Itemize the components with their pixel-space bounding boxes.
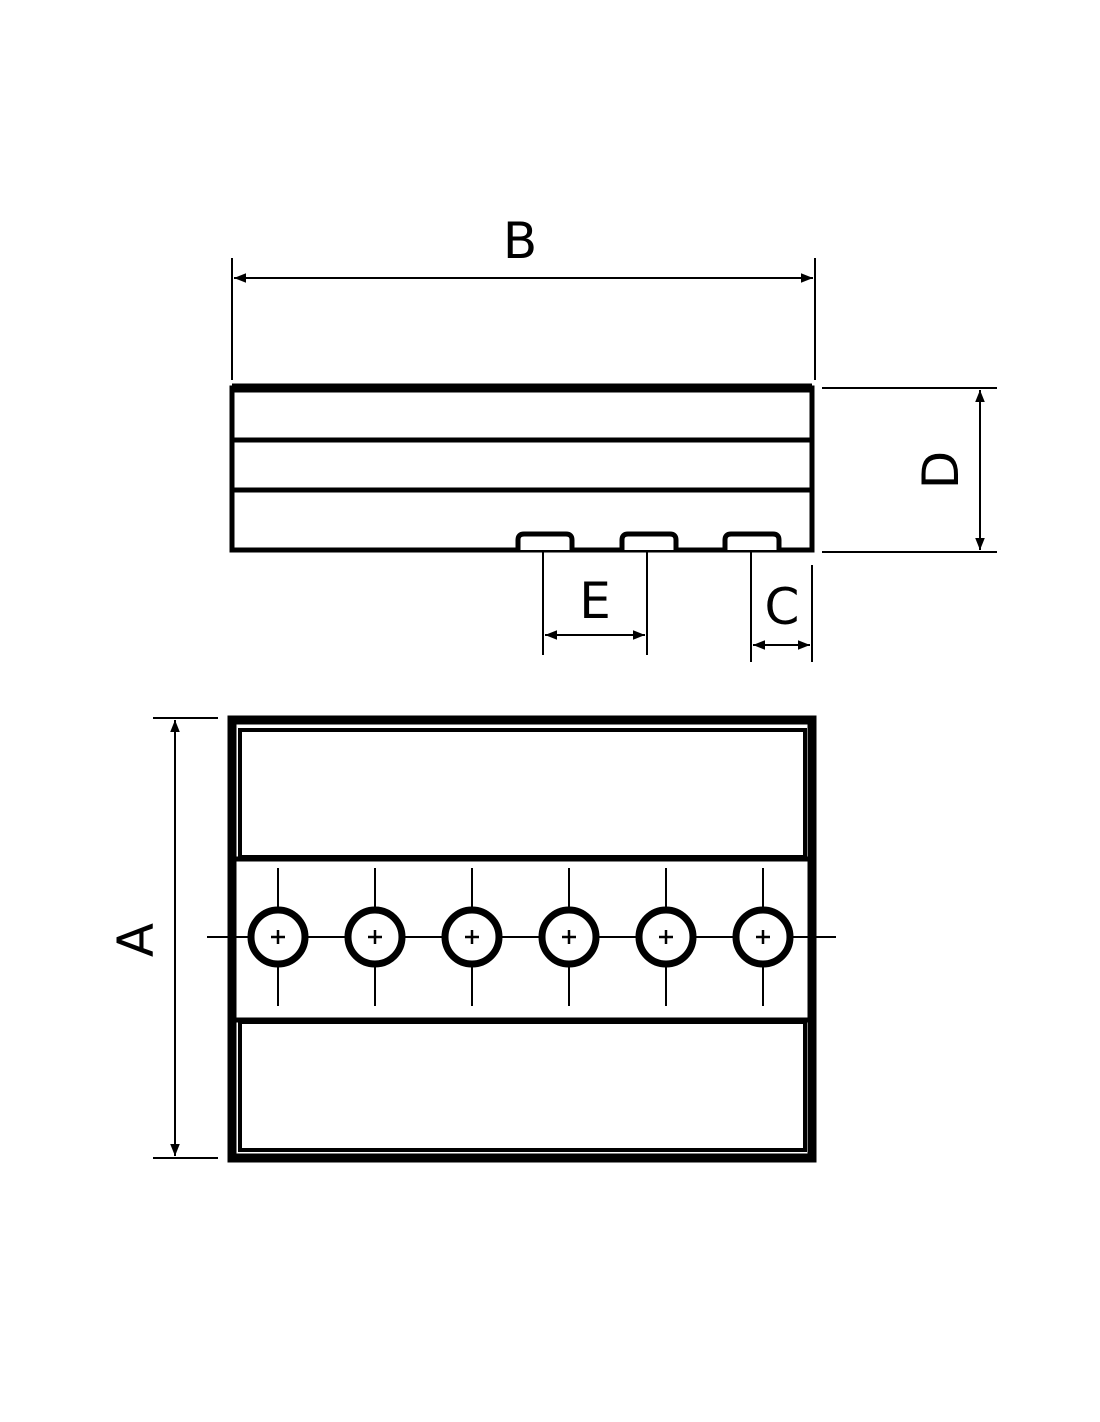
lower-panel <box>238 1020 807 1152</box>
label-b: B <box>503 212 537 270</box>
side-view <box>229 258 997 662</box>
side-view-body <box>229 385 815 553</box>
holes <box>247 868 794 1006</box>
label-c: C <box>765 578 800 636</box>
hole <box>344 868 406 1006</box>
hole <box>247 868 309 1006</box>
hole <box>441 868 503 1006</box>
label-d: D <box>912 451 970 490</box>
hole <box>538 868 600 1006</box>
slot <box>515 531 575 550</box>
slots <box>515 531 782 550</box>
hole <box>635 868 697 1006</box>
upper-panel <box>238 728 807 859</box>
plan-view-body <box>227 715 817 1163</box>
slot <box>722 531 782 550</box>
label-a: A <box>107 923 165 957</box>
slot <box>619 531 679 550</box>
label-e: E <box>579 572 611 630</box>
plan-view <box>153 715 836 1163</box>
hole <box>732 868 794 1006</box>
